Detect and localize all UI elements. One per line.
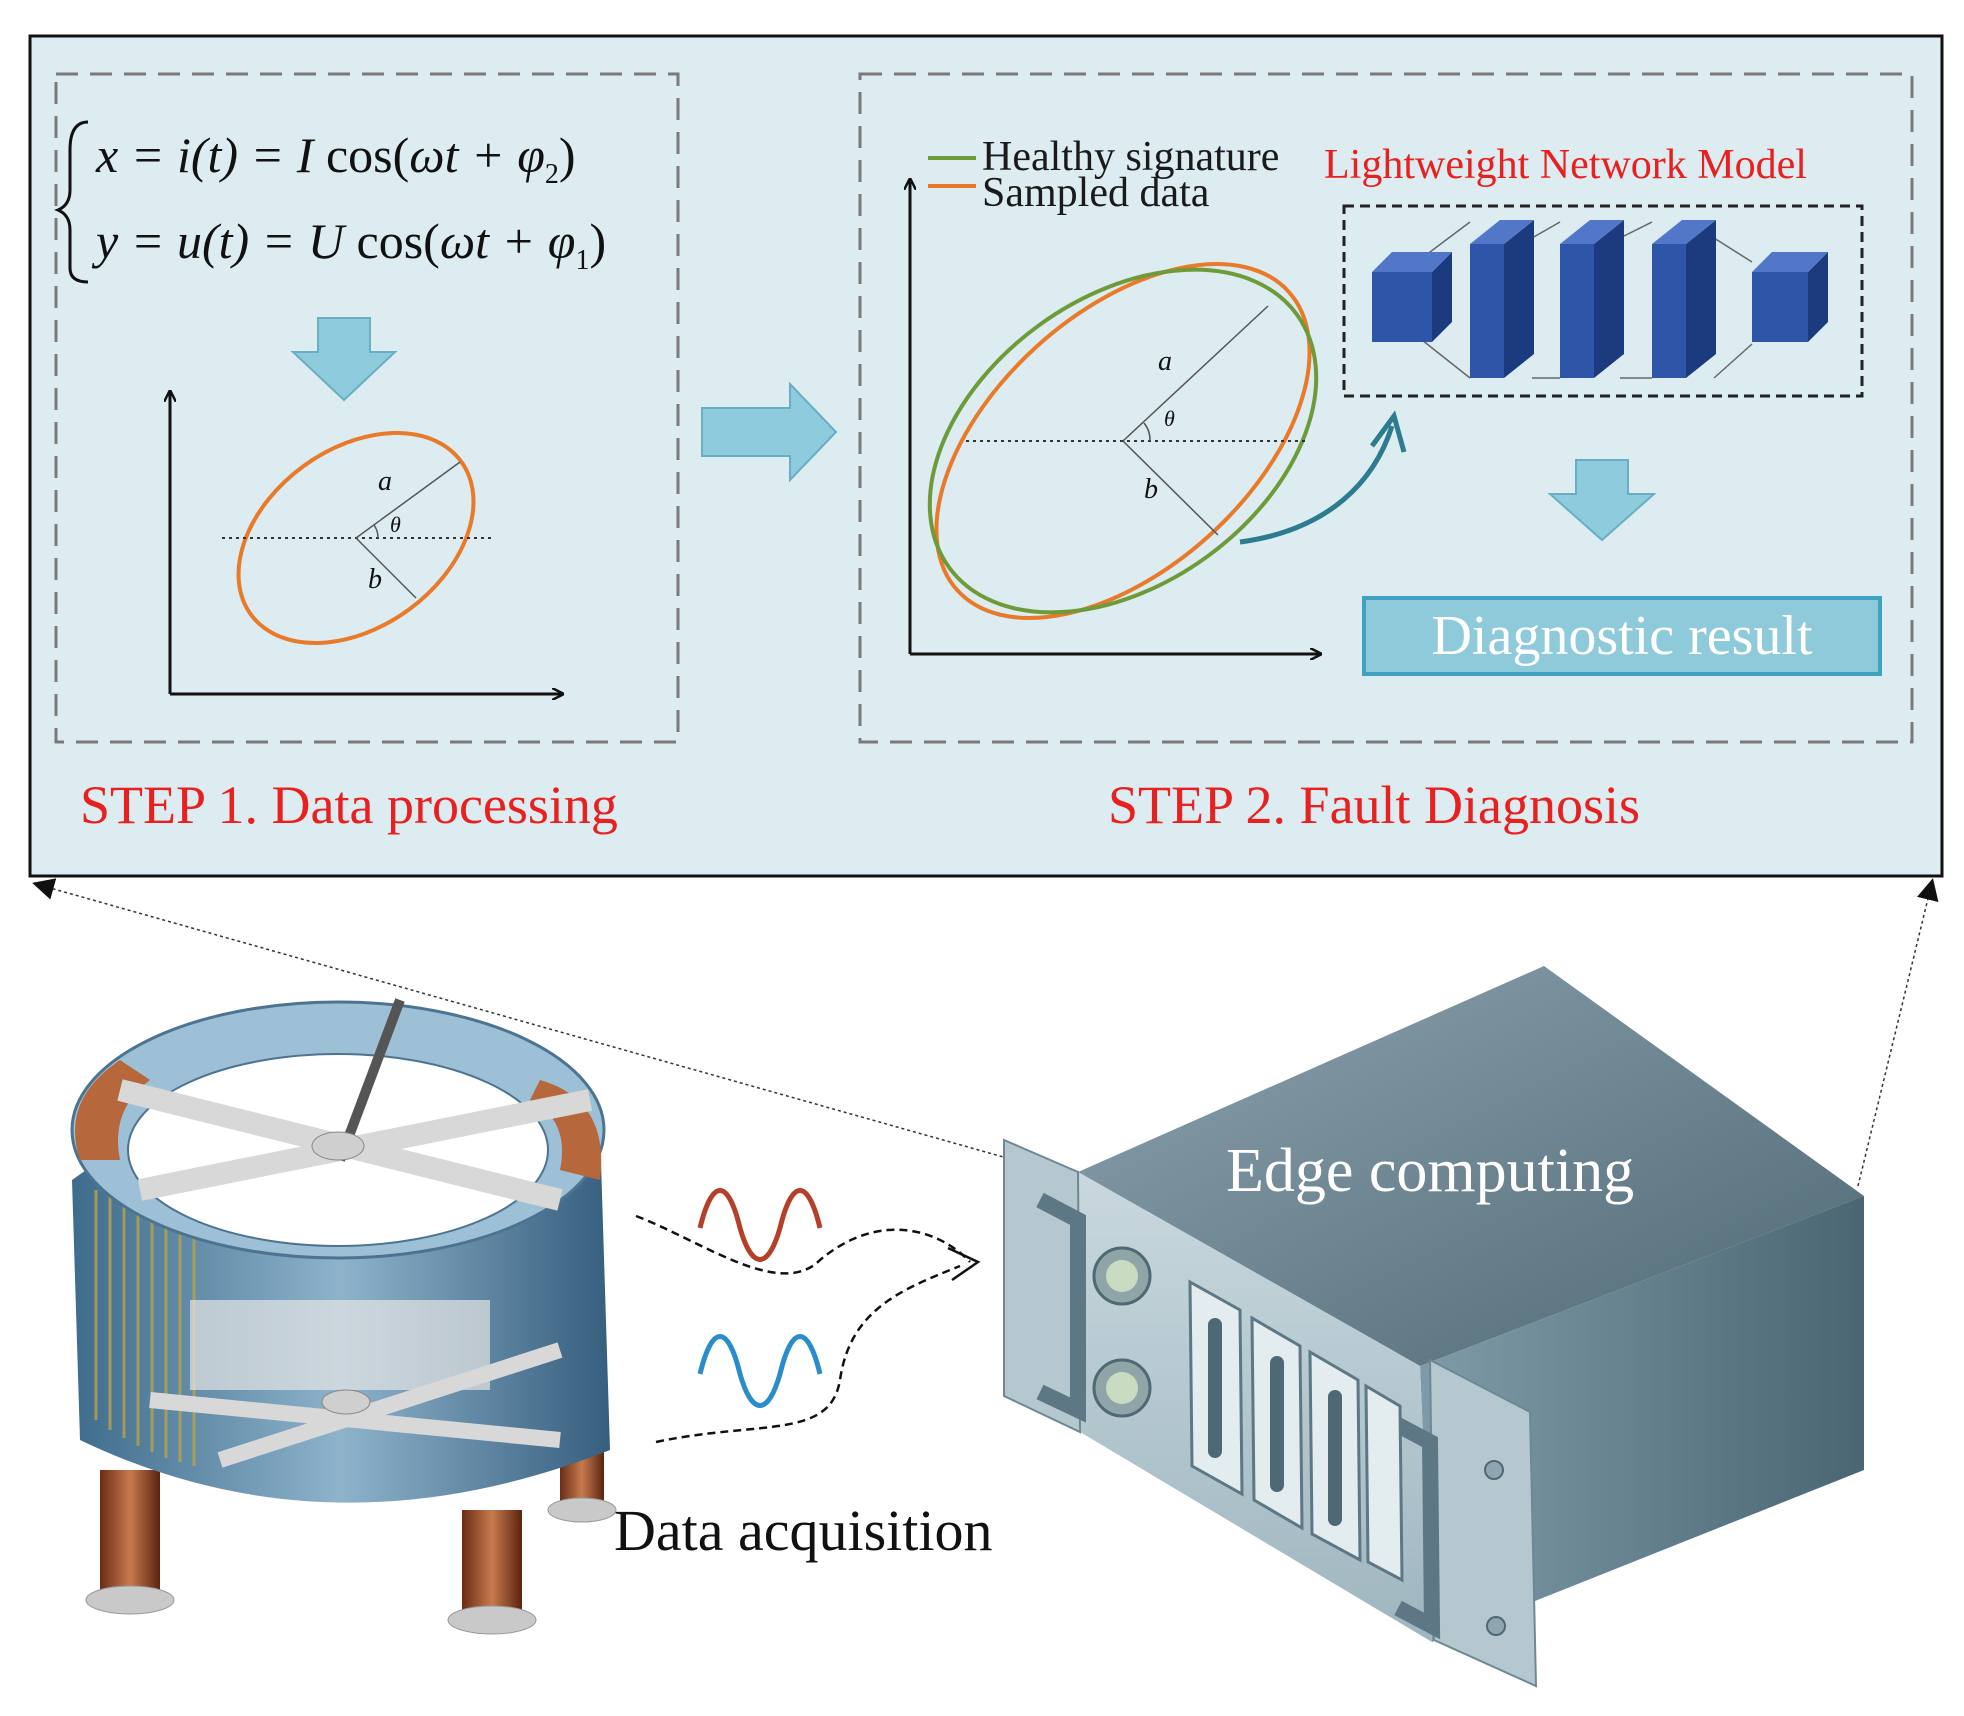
step1-angle-arc (373, 524, 379, 539)
step1-axes (170, 392, 562, 694)
step2-angle-arc (1143, 422, 1151, 442)
step2-major-line (1122, 305, 1269, 442)
step1-major-line (355, 461, 461, 539)
current-signal-path (635, 1214, 971, 1275)
diagnostic-result-box: Diagnostic result (1362, 596, 1882, 676)
transformer-illustration (70, 998, 617, 1635)
step2-healthy-ellipse (927, 267, 1319, 615)
step2-down-arrow (1547, 459, 1657, 542)
step2-axes (910, 180, 1320, 654)
network-title: Lightweight Network Model (1324, 142, 1807, 188)
projection-line-right (1857, 878, 1939, 1187)
step1-label-theta: θ (390, 512, 401, 537)
step1-label-a: a (378, 466, 392, 497)
network-box (1342, 204, 1864, 398)
step1-box (54, 72, 680, 744)
network-block-output (1752, 252, 1828, 342)
network-block-conv3 (1652, 220, 1716, 378)
step2-label-theta: θ (1164, 406, 1175, 431)
equation-x: x = i(t) = I cos(ωt + φ2) (96, 127, 576, 190)
data-acquisition-label: Data acquisition (614, 1498, 993, 1563)
edge-computing-label: Edge computing (1226, 1137, 1635, 1205)
main-panel (28, 34, 1944, 878)
step2-title: STEP 2. Fault Diagnosis (1108, 775, 1641, 835)
voltage-signal-path (655, 1264, 961, 1444)
voltage-wave (697, 1334, 823, 1408)
current-wave (697, 1188, 823, 1262)
legend-healthy-label: Healthy signature (982, 134, 1280, 180)
step1-title: STEP 1. Data processing (80, 775, 618, 835)
diagnostic-result-label: Diagnostic result (1431, 605, 1813, 667)
equation-y: y = u(t) = U cos(ωt + φ1) (96, 213, 607, 276)
step1-ellipse (236, 431, 476, 645)
network-input-arrow (1239, 425, 1395, 545)
network-input-arrowhead (1369, 410, 1407, 453)
step2-sampled-ellipse (934, 262, 1312, 620)
step1-down-arrow (290, 317, 398, 402)
network-block-conv1 (1470, 220, 1534, 378)
equation-brace (54, 120, 89, 284)
step1-label-b: b (368, 564, 382, 595)
step2-label-a: a (1158, 346, 1172, 377)
projection-line-left (32, 878, 1015, 1161)
edge-server-illustration (1003, 966, 1864, 1688)
signal-merge-arrowhead (947, 1246, 981, 1282)
network-block-input (1372, 252, 1452, 342)
legend-sampled-label: Sampled data (982, 170, 1210, 216)
network-block-conv2 (1560, 220, 1624, 378)
step2-minor-line (1122, 440, 1219, 536)
step2-label-b: b (1144, 474, 1158, 505)
step1-minor-line (355, 537, 417, 599)
step-transition-arrow (701, 381, 838, 483)
step2-box (858, 72, 1914, 744)
